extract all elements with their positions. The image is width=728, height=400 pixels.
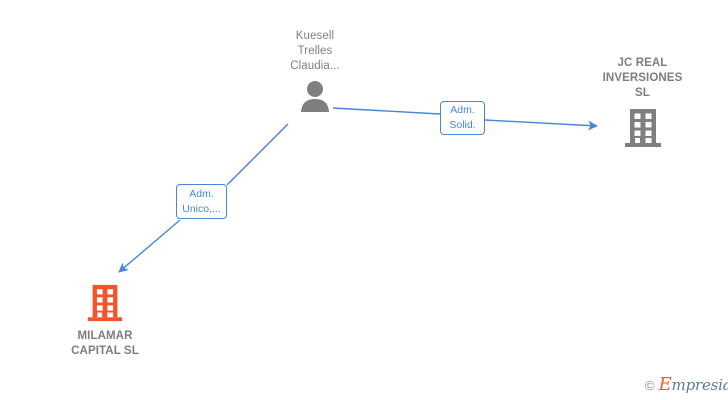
node-person-label: Kuesell Trelles Claudia... <box>290 30 340 72</box>
edge-label-adm-solid[interactable]: Adm. Solid. <box>440 101 485 135</box>
edge-label-adm-unico[interactable]: Adm. Unico,... <box>176 184 227 219</box>
copyright-icon: © <box>645 378 655 393</box>
watermark: © Empresia <box>645 376 728 394</box>
brand-rest: mpresia <box>671 376 728 394</box>
building-icon[interactable] <box>85 282 125 324</box>
edge-person-to-jcreal <box>332 107 598 131</box>
node-milamar[interactable]: MILAMAR CAPITAL SL <box>35 282 175 359</box>
node-jcreal[interactable]: JC REAL INVERSIONES SL <box>570 56 715 149</box>
node-jcreal-label: JC REAL INVERSIONES SL <box>602 57 683 99</box>
brand-logo: Empresia <box>659 376 728 394</box>
brand-initial: E <box>658 374 672 395</box>
person-icon[interactable] <box>300 80 330 112</box>
node-person[interactable]: Kuesell Trelles Claudia... <box>250 29 380 112</box>
building-icon[interactable] <box>622 107 664 149</box>
edge-person-to-milamar <box>118 123 289 273</box>
node-milamar-label: MILAMAR CAPITAL SL <box>71 330 139 357</box>
